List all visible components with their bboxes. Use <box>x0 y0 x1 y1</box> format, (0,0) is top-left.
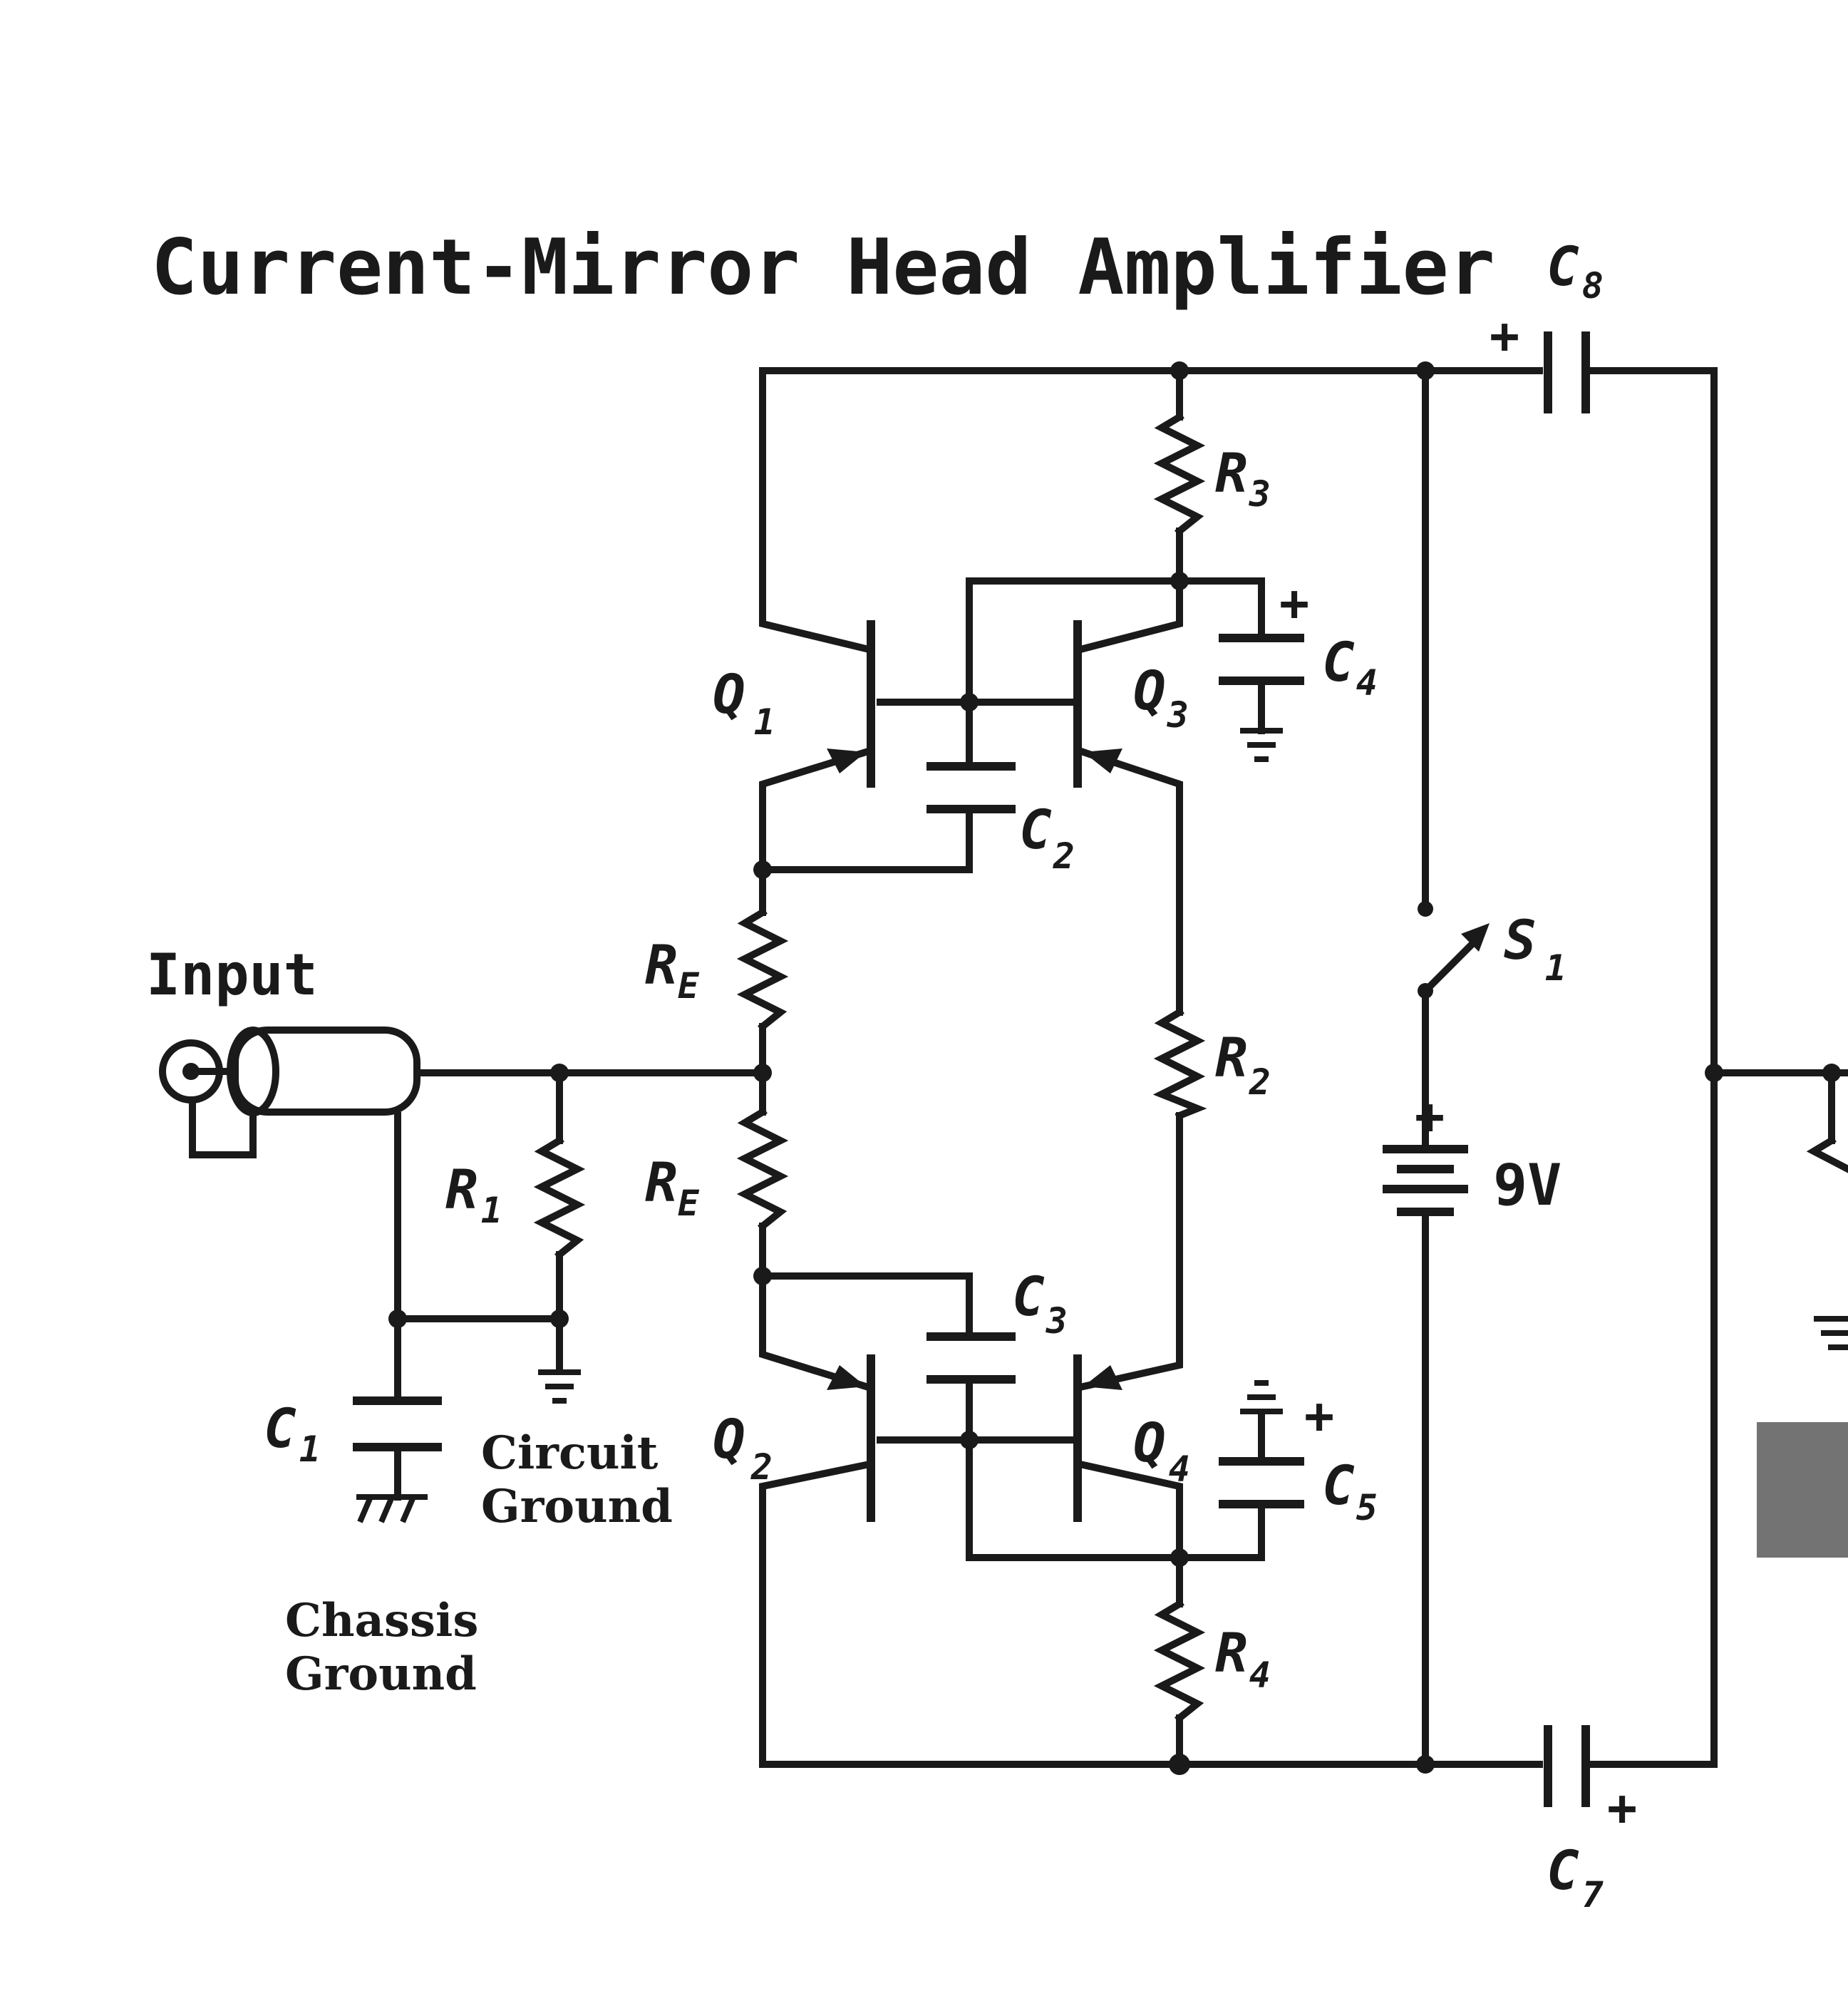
q2-emitter-arrow <box>827 1365 866 1390</box>
circuit-ground-icon <box>538 1369 581 1404</box>
q3-emitter-arrow <box>1083 748 1122 773</box>
label-r4: R4 <box>1215 1621 1271 1696</box>
output-ground-icon <box>1814 1316 1848 1350</box>
label-c2: C2 <box>1019 798 1075 877</box>
junction-dots <box>388 361 1841 1775</box>
capacitor-c8 <box>1544 331 1590 413</box>
circuit-ground-label-line2: Ground <box>481 1480 673 1533</box>
battery-9v <box>1383 1145 1468 1216</box>
diagram-title: Current-Mirror Head Amplifier <box>151 223 1495 312</box>
wires <box>394 367 1848 1768</box>
plus-battery: + <box>1415 1087 1445 1146</box>
plus-c5: + <box>1304 1387 1334 1445</box>
capacitor-c7 <box>1544 1725 1590 1807</box>
resistor-r3 <box>1153 412 1206 537</box>
resistor-output <box>1806 1136 1848 1173</box>
label-r3: R3 <box>1215 441 1271 515</box>
label-c8: C8 <box>1547 235 1604 307</box>
c4-ground-icon <box>1240 724 1283 762</box>
label-c1: C1 <box>264 1396 321 1470</box>
grounds <box>356 724 1848 1523</box>
capacitor-c1 <box>353 1396 442 1451</box>
capacitor-c5 <box>1219 1457 1304 1508</box>
capacitors <box>353 331 1590 1807</box>
plus-c7: + <box>1607 1779 1637 1837</box>
battery-voltage-label: 9V <box>1493 1152 1561 1218</box>
resistor-r2 <box>1152 1007 1207 1121</box>
circuit-ground-label-line1: Circuit <box>481 1426 659 1480</box>
label-c5: C5 <box>1322 1454 1378 1528</box>
transistors <box>827 620 1122 1522</box>
q1-emitter-arrow <box>827 748 866 773</box>
resistor-r1 <box>533 1136 586 1260</box>
label-q3: Q3 <box>1133 659 1189 736</box>
plus-c4: + <box>1279 574 1309 632</box>
plus-c8: + <box>1490 307 1519 365</box>
resistor-re-top <box>736 907 789 1032</box>
label-re-top: RE <box>645 933 700 1007</box>
input-jack-icon <box>159 1027 420 1158</box>
chassis-ground-label-line2: Ground <box>285 1647 477 1701</box>
resistor-r4 <box>1153 1599 1206 1724</box>
capacitor-c3 <box>926 1332 1016 1384</box>
input-label: Input <box>146 942 318 1008</box>
switch-s1 <box>1418 901 1490 999</box>
q4-emitter-arrow <box>1083 1365 1122 1390</box>
label-re-bottom: RE <box>645 1151 700 1224</box>
tape-fragment <box>1757 1422 1848 1558</box>
resistor-re-bottom <box>736 1107 789 1232</box>
label-c4: C4 <box>1322 630 1378 704</box>
capacitor-c4 <box>1219 634 1304 685</box>
resistors <box>533 412 1848 1724</box>
capacitor-c2 <box>926 762 1016 813</box>
chassis-ground-icon <box>356 1494 428 1523</box>
label-r2: R2 <box>1215 1026 1271 1103</box>
chassis-ground-label-line1: Chassis <box>285 1594 478 1647</box>
label-c3: C3 <box>1012 1265 1068 1342</box>
label-c7: C7 <box>1547 1838 1604 1915</box>
label-q4: Q4 <box>1133 1411 1190 1490</box>
label-r1: R1 <box>445 1158 502 1231</box>
c5-ground-icon <box>1240 1380 1283 1414</box>
